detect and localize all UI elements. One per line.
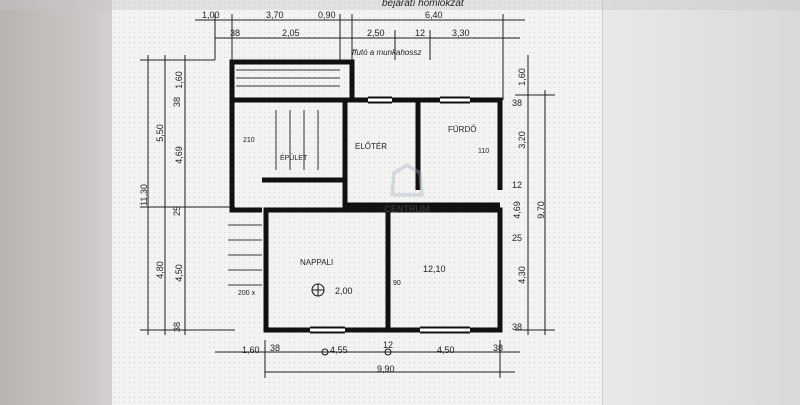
dim-top-1c: 0,90 bbox=[318, 10, 336, 20]
dim-left-small-c: 4,69 bbox=[173, 146, 184, 164]
top-shadow bbox=[0, 0, 800, 10]
dim-left-small-f: 38 bbox=[172, 321, 183, 333]
dim-left-outer: 11,30 bbox=[138, 184, 149, 206]
dim-bottom-f: 38 bbox=[493, 343, 504, 353]
door-note-210: 210 bbox=[243, 137, 255, 144]
top-annotation: ffutó a munkahossz bbox=[352, 48, 422, 57]
dim-right-inner-c: 4,30 bbox=[516, 266, 527, 284]
dim-top-2a: 38 bbox=[230, 28, 241, 38]
dim-top-2d: 3,30 bbox=[452, 28, 470, 38]
dim-left-small-b: 38 bbox=[172, 96, 183, 108]
dim-right-inner-a: 1,60 bbox=[516, 68, 527, 86]
dim-right-small-d: 25 bbox=[512, 233, 523, 243]
dim-right-small-e: 38 bbox=[512, 322, 523, 332]
watermark-logo-icon: ☖ bbox=[387, 157, 427, 206]
dim-left-inner-a: 5,50 bbox=[154, 124, 165, 142]
dim-top-1b: 3,70 bbox=[266, 10, 284, 20]
dim-top-1a: 1,00 bbox=[202, 10, 220, 20]
dim-right-small-a: 38 bbox=[512, 98, 523, 108]
dim-top-1d: 6,40 bbox=[425, 10, 443, 20]
dim-bottom-d: 12 bbox=[383, 340, 394, 350]
dim-right-inner-b: 3,20 bbox=[516, 131, 527, 149]
dim-top-2b: 2,05 bbox=[282, 28, 300, 38]
dim-right-small-c: 4,69 bbox=[511, 201, 522, 219]
hx-note: 200 x bbox=[238, 290, 256, 297]
room-stair-note: ÉPÜLET bbox=[280, 155, 308, 162]
dim-bottom-e: 4,50 bbox=[437, 345, 455, 355]
room-right-area: 12,10 bbox=[423, 264, 446, 274]
door-note-90: 90 bbox=[393, 280, 401, 287]
room-hall-label: ELŐTÉR bbox=[355, 142, 388, 151]
dim-bottom-total: 9,90 bbox=[377, 364, 395, 374]
room-living-label: NAPPALI bbox=[300, 258, 334, 267]
dim-left-small-a: 1,60 bbox=[173, 71, 184, 89]
dim-right-outer: 9,70 bbox=[535, 201, 546, 219]
room-bath-label: FÜRDŐ bbox=[448, 125, 477, 134]
dim-top-2e: 12 bbox=[415, 28, 426, 38]
watermark: ☖ CENTRUM bbox=[372, 160, 442, 240]
window-note-110: 110 bbox=[478, 148, 490, 155]
header-note: bejáratí homlokzat bbox=[382, 0, 464, 9]
dim-left-small-d: 25 bbox=[172, 205, 183, 217]
room-living-area: 2,00 bbox=[335, 286, 353, 296]
dim-right-small-b: 12 bbox=[512, 180, 523, 190]
dim-bottom-a: 1,60 bbox=[242, 345, 260, 355]
watermark-text: CENTRUM bbox=[384, 204, 430, 214]
dim-left-small-e: 4,50 bbox=[173, 264, 184, 282]
dim-left-inner-b: 4,80 bbox=[154, 261, 165, 279]
background-right bbox=[602, 0, 800, 405]
dim-bottom-b: 38 bbox=[270, 343, 281, 353]
dim-top-2c: 2,50 bbox=[367, 28, 385, 38]
dim-bottom-c: 4,55 bbox=[330, 345, 348, 355]
